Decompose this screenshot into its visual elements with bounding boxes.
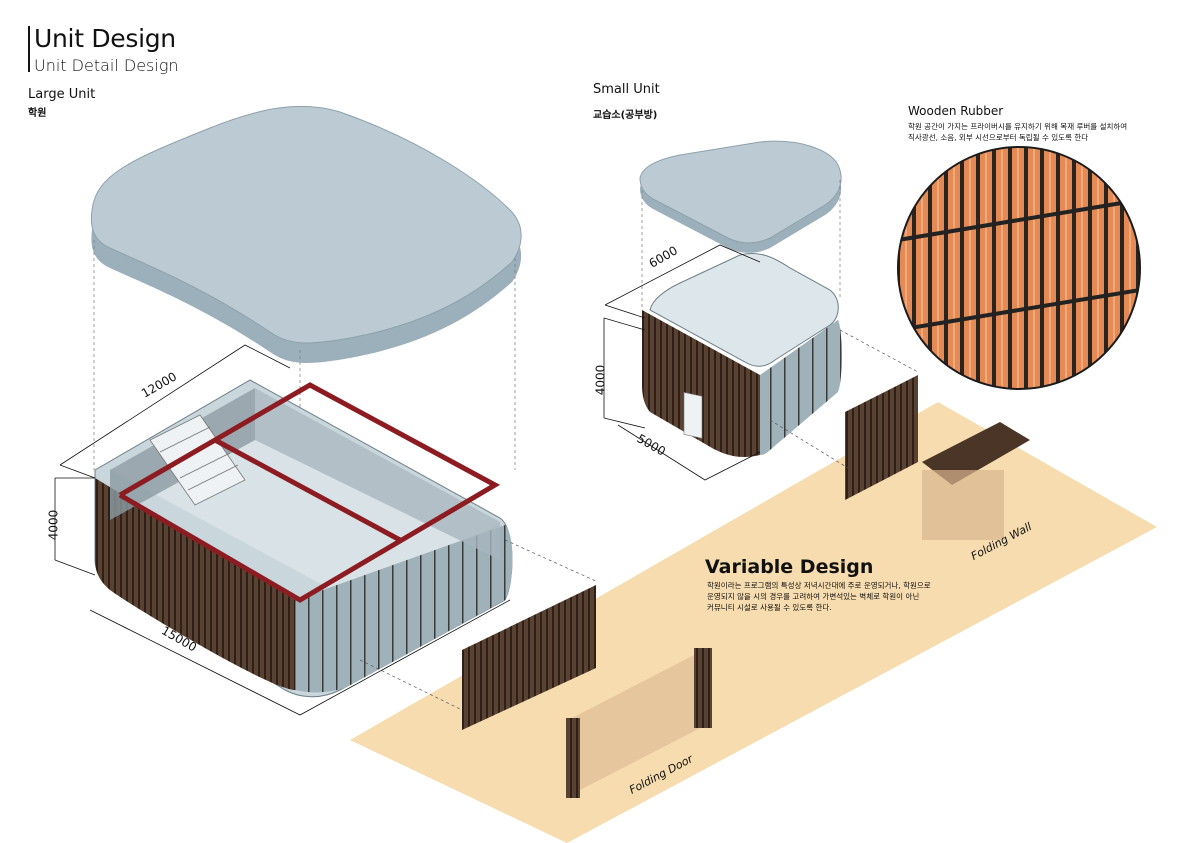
large-red-frame (118, 382, 501, 603)
large-roof-top (90, 105, 522, 344)
page-subtitle: Unit Detail Design (34, 56, 179, 75)
small-unit-label: Small Unit (593, 82, 660, 97)
small-dimension-lines (603, 244, 761, 481)
variable-design-title: Variable Design (705, 556, 874, 578)
large-unit-label: Large Unit (28, 87, 96, 102)
small-projection-lines (641, 180, 841, 310)
small-door (683, 392, 703, 439)
variable-design-line-3: 커뮤니티 시설로 사용될 수 있도록 한다. (707, 603, 832, 612)
small-right-glass-wall (760, 320, 842, 455)
wooden-rubber-desc-1: 학원 공간이 가지는 프라이버시를 유지하기 위해 목재 루버를 설치하여 (908, 122, 1128, 131)
large-projection-lines (93, 240, 516, 600)
page-title: Unit Design (34, 24, 176, 53)
small-unit-sublabel: 교습소(공부방) (593, 110, 658, 121)
variable-design-line-2: 운영되지 않을 시의 경우를 고려하여 가변석있는 벽체로 학원이 아닌 (707, 592, 920, 601)
large-dim-height: 4000 (46, 509, 61, 541)
wooden-rubber-desc-2: 직사광선, 소음, 외부 시선으로부터 독립될 수 있도록 한다 (908, 133, 1089, 142)
wooden-rubber-label: Wooden Rubber (908, 104, 1004, 118)
large-left-louver-wall (95, 478, 295, 690)
small-top-rim (649, 253, 839, 367)
folding-door-panels (462, 585, 712, 798)
folding-wall-panels (845, 375, 1030, 540)
variable-design-line-1: 학원이라는 프로그램의 특성상 저녁시간대에 주로 운영되거나, 학원으로 (707, 581, 931, 590)
large-unit-sublabel: 학원 (28, 108, 47, 119)
panel-connection-lines (359, 329, 919, 711)
large-right-glass-wall (295, 525, 513, 693)
variable-floor-zone (350, 402, 1157, 843)
large-dimension-lines (54, 344, 511, 716)
small-left-louver-wall (642, 310, 760, 458)
small-dim-height: 4000 (593, 364, 608, 396)
small-roof-top (639, 140, 842, 244)
wooden-rubber-detail (897, 146, 1141, 390)
title-accent-bar (28, 26, 30, 72)
